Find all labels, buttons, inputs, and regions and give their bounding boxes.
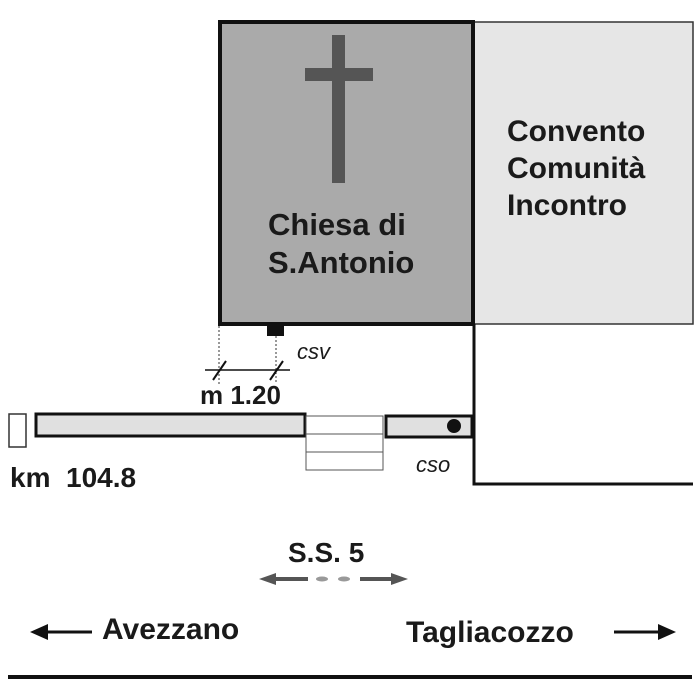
cross-icon [305, 35, 373, 183]
convent-building [473, 21, 694, 325]
convent-name-line2: Comunità [507, 152, 646, 185]
convent-name-line1: Convento [507, 115, 646, 148]
church-steps [305, 415, 384, 471]
arrow-left-icon [30, 624, 92, 640]
dimension-tick-left [212, 360, 227, 381]
distance-label: m 1.20 [200, 380, 281, 410]
km-label: km 104.8 [10, 462, 137, 493]
road-direction-icon [259, 573, 408, 585]
church-name-line1: Chiesa di [268, 207, 406, 242]
csv-label: csv [297, 339, 330, 364]
km-marker-post [8, 413, 27, 448]
property-boundary [472, 324, 693, 486]
direction-right-label: Tagliacozzo [406, 616, 574, 649]
convent-name-line3: Incontro [507, 189, 627, 222]
arrow-right-icon [614, 624, 676, 640]
church-name-line2: S.Antonio [268, 245, 415, 280]
cso-marker [447, 419, 461, 433]
dimension-tick-right [269, 360, 284, 381]
csv-marker [267, 326, 284, 336]
cso-label: cso [416, 452, 451, 477]
road-label: S.S. 5 [288, 537, 365, 568]
sidewalk-left [34, 412, 307, 438]
direction-left-label: Avezzano [102, 613, 240, 646]
